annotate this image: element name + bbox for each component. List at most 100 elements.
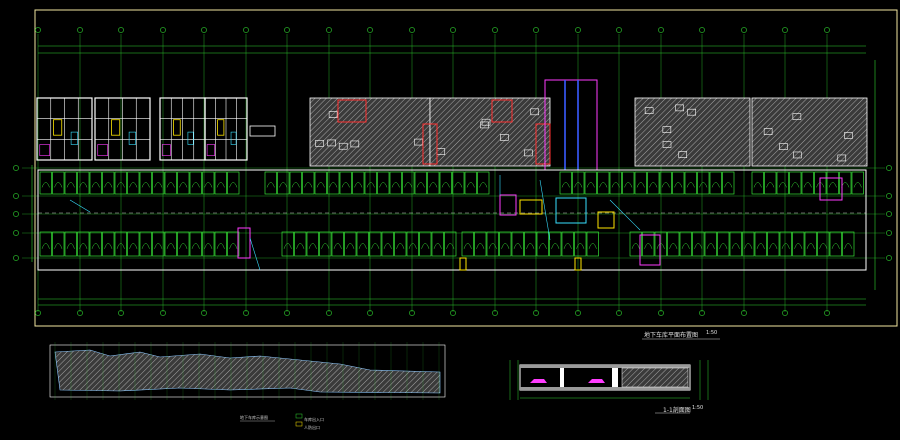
parking-stall-icon [428, 172, 440, 194]
car-symbol [779, 182, 787, 187]
car-symbol [42, 243, 50, 248]
car-symbol [92, 243, 100, 248]
parking-stall-icon [705, 232, 717, 256]
car-symbol [167, 243, 175, 248]
car-symbol [130, 243, 138, 248]
car-symbol [712, 182, 720, 187]
parking-stall-icon [830, 232, 842, 256]
car-symbol [217, 182, 225, 187]
car-symbol [637, 182, 645, 187]
section-scale: 1:50 [692, 405, 703, 411]
axis-bubble-icon [741, 27, 746, 32]
parking-stall-icon [190, 232, 202, 256]
axis-bubble-icon [409, 27, 414, 32]
parking-stall-icon [610, 172, 622, 194]
parking-stall-icon [190, 172, 202, 194]
car-symbol [80, 243, 88, 248]
parking-stall-icon [378, 172, 390, 194]
parking-stall-icon [560, 172, 572, 194]
car-symbol [514, 243, 522, 248]
garage-feature [500, 195, 516, 215]
axis-bubble-icon [886, 165, 891, 170]
axis-bubble-icon [886, 230, 891, 235]
parking-stall-icon [315, 172, 327, 194]
stair-core [54, 120, 62, 136]
parking-stall-icon [345, 232, 357, 256]
parking-stall-icon [723, 172, 735, 194]
plan-title: 地下车库平面布置图 [644, 330, 698, 339]
car-symbol [434, 243, 442, 248]
hatched-building [752, 98, 867, 166]
parking-stall-icon [465, 172, 477, 194]
car-symbol [600, 182, 608, 187]
parking-stall-icon [103, 172, 115, 194]
car-symbol [757, 243, 765, 248]
section-column [560, 368, 564, 387]
car-symbol [489, 243, 497, 248]
car-symbol [405, 182, 413, 187]
parking-stall-icon [550, 232, 562, 256]
parking-stall-icon [90, 172, 102, 194]
car-symbol [417, 182, 425, 187]
parking-stall-icon [768, 232, 780, 256]
parking-stall-icon [40, 232, 52, 256]
car-symbol [645, 243, 653, 248]
parking-stall-icon [78, 172, 90, 194]
parking-stall-icon [635, 172, 647, 194]
parking-stall-icon [420, 232, 432, 256]
parking-stall-icon [673, 172, 685, 194]
axis-bubble-icon [782, 27, 787, 32]
garage-plan [38, 170, 866, 270]
parking-stall-icon [440, 172, 452, 194]
car-symbol [700, 182, 708, 187]
parking-stall-icon [685, 172, 697, 194]
parking-stall-icon [827, 172, 839, 194]
parking-stall-icon [265, 172, 277, 194]
car-symbol [392, 182, 400, 187]
car-symbol [267, 182, 275, 187]
parking-stall-icon [478, 172, 490, 194]
leader-line [250, 238, 260, 270]
room-outline [207, 145, 215, 156]
parking-stall-icon [755, 232, 767, 256]
parking-stall-icon [453, 172, 465, 194]
parking-stall-icon [278, 172, 290, 194]
car-symbol [355, 182, 363, 187]
car-symbol [442, 182, 450, 187]
car-icon [530, 379, 547, 383]
parking-stall-icon [752, 172, 764, 194]
garage-feature [640, 235, 660, 265]
parking-stall-icon [710, 172, 722, 194]
car-symbol [422, 243, 430, 248]
car-symbol [317, 182, 325, 187]
axis-bubble-icon [13, 211, 18, 216]
car-symbol [754, 182, 762, 187]
car-symbol [309, 243, 317, 248]
parking-stall-icon [290, 172, 302, 194]
car-symbol [577, 243, 585, 248]
section-title: 1-1剖面图 [663, 405, 691, 414]
parking-stall-icon [365, 172, 377, 194]
parking-stall-icon [395, 232, 407, 256]
parking-stall-icon [370, 232, 382, 256]
axis-bubble-icon [886, 211, 891, 216]
parking-stall-icon [353, 172, 365, 194]
car-symbol [409, 243, 417, 248]
car-symbol [854, 182, 862, 187]
car-symbol [67, 243, 75, 248]
parking-stall-icon [215, 232, 227, 256]
car-symbol [767, 182, 775, 187]
parking-stall-icon [648, 172, 660, 194]
car-symbol [280, 182, 288, 187]
car-symbol [330, 182, 338, 187]
car-symbol [367, 182, 375, 187]
car-symbol [720, 243, 728, 248]
car-symbol [845, 243, 853, 248]
parking-stall-icon [537, 232, 549, 256]
car-symbol [625, 182, 633, 187]
parking-stall-icon [623, 172, 635, 194]
car-symbol [670, 243, 678, 248]
parking-stall-icon [512, 232, 524, 256]
parking-stall-icon [228, 232, 240, 256]
car-symbol [662, 182, 670, 187]
